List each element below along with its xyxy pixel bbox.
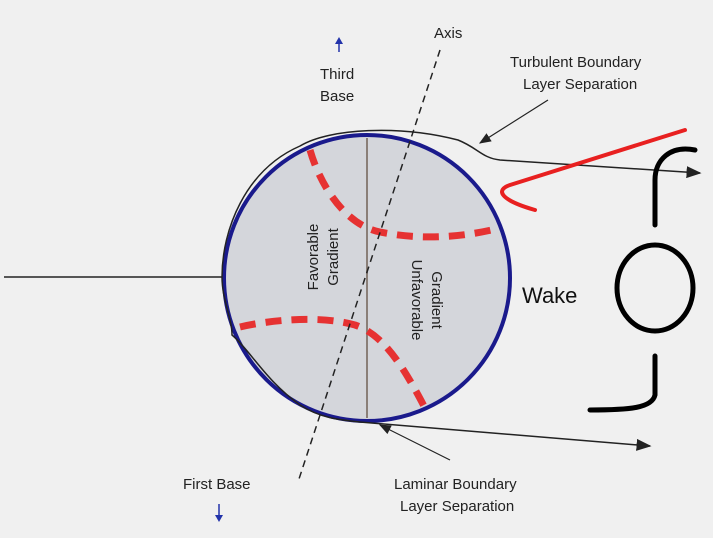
first-base-label: First Base (183, 476, 251, 493)
favorable-label-line1: Favorable (305, 224, 322, 291)
arrow-down-icon (215, 504, 223, 522)
bracket-bottom-annotation (587, 353, 658, 413)
seam-lower (239, 315, 429, 410)
turbulent-label-line2: Layer Separation (523, 76, 637, 93)
circle-annotation (614, 242, 696, 334)
unfavorable-label-line1: Unfavorable (408, 260, 425, 341)
turbulent-label-line1: Turbulent Boundary (510, 54, 642, 71)
arrow-up-icon (335, 37, 343, 52)
spin-axis-line (297, 49, 441, 483)
upper-boundary-layer (221, 129, 702, 278)
third-base-label-line2: Base (320, 88, 354, 105)
favorable-label-line2: Gradient (325, 227, 342, 285)
lower-boundary-layer (221, 276, 652, 451)
seam-upper (306, 149, 501, 241)
laminar-label-line1: Laminar Boundary (394, 476, 517, 493)
red-annotation-arrow (500, 128, 687, 212)
axis-label: Axis (434, 25, 462, 42)
laminar-pointer-arrow (378, 424, 451, 461)
unfavorable-label-line2: Gradient (428, 271, 445, 329)
laminar-label-line2: Layer Separation (400, 498, 514, 515)
bracket-annotation (652, 146, 698, 228)
third-base-label-line1: Third (320, 66, 354, 83)
wake-label: Wake (522, 283, 577, 308)
turbulent-pointer-arrow (478, 99, 549, 144)
